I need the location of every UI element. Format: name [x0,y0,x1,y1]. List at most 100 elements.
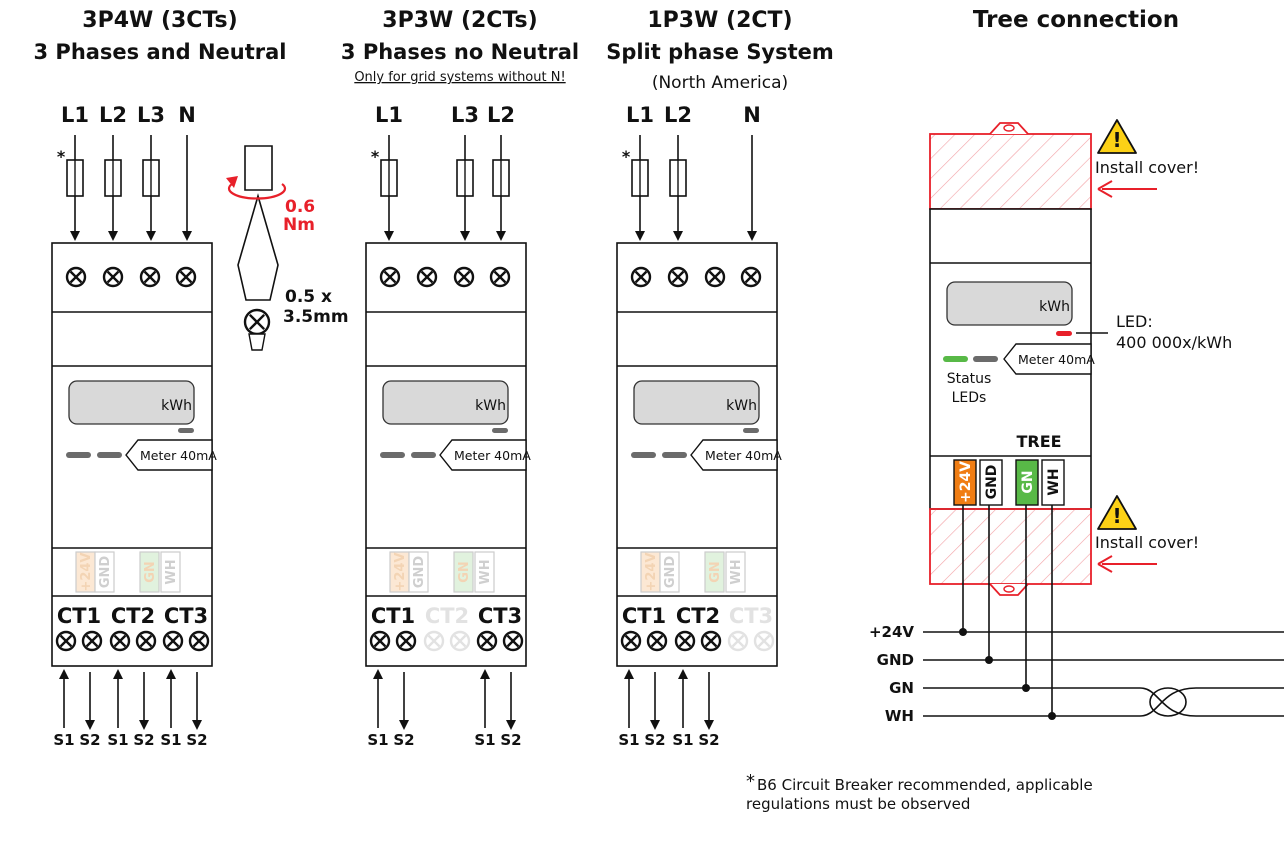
phase-label: L2 [664,103,692,127]
faded-terminal [160,551,181,593]
faded-terminal [704,551,725,593]
screw-cross-line [59,634,73,648]
faded-terminal-label: GND [98,556,113,589]
twisted-pair-loop [1149,687,1187,717]
meter-tag-label: Meter 40mA [1018,352,1095,367]
screw-thread-icon [248,333,266,351]
install-cover-bottom [929,508,1092,585]
tree-label: TREE [1016,432,1061,451]
bus-terminal [1015,459,1039,506]
diagram-title: 3P4W (3CTs) [82,8,237,33]
pulse-led-red [1056,331,1072,336]
bus-terminal-label: GND [984,465,1000,500]
display-unit: kWh [161,398,192,414]
ct-label: CT3 [478,604,522,628]
faded-terminal-label: +24V [644,552,659,591]
screw-cross-line [399,634,413,648]
tree-title: Tree connection [973,7,1179,33]
screw-cross-line [373,634,387,648]
phase-label: L2 [99,103,127,127]
screw-cross-line [506,634,520,648]
install-cover-label: Install cover! [1095,158,1199,177]
bus-terminal [953,459,977,506]
twisted-pair [1139,687,1197,717]
display-unit: kWh [1039,299,1070,315]
phase-label: N [743,103,761,127]
diagram-subtitle: Split phase System [606,40,834,64]
screw-cross-line [650,634,664,648]
ct-label: CT3 [729,604,773,628]
phase-label: L1 [375,103,403,127]
status-label-line2: LEDs [952,390,987,406]
status-label-line1: Status [947,371,992,387]
meter-tag-label: Meter 40mA [705,448,782,463]
bus-terminal [1041,459,1065,506]
ct-s-label: S2 [698,731,719,749]
breaker-footnote-star: * [57,147,66,166]
rotation-arrow [227,183,287,200]
faded-terminal-label: GN [457,561,472,583]
faded-terminal-label: GN [708,561,723,583]
bus-label: GN [889,679,914,697]
screw-cross-line [678,634,692,648]
screw-cross-line [192,634,206,648]
screw-cross-line [85,634,99,648]
ct-label: CT2 [676,604,720,628]
footnote-line2: regulations must be observed [746,795,970,813]
screw-cross-line [179,270,193,284]
ct-s-label: S1 [107,731,128,749]
meter-display [633,380,760,425]
diagram-1p3w: 1P3W (2CT)Split phase System(North Ameri… [606,8,834,749]
torque-value: 0.6 [285,197,315,217]
bus-terminal-label: WH [1046,468,1062,495]
meter-display [68,380,195,425]
cover-tab [989,122,1029,135]
bus-label: GND [877,651,914,669]
meter-tag-label: Meter 40mA [454,448,531,463]
bus-junction-dot [1022,684,1030,692]
cover-tab-hole [1003,124,1015,132]
faded-terminal [94,551,115,593]
faded-terminal-label: WH [729,559,744,584]
ct-label: CT1 [371,604,415,628]
warning-icon-glyph: ! [1112,128,1121,152]
ct-label: CT3 [164,604,208,628]
tree-meter-display [946,281,1073,326]
status-led [66,452,91,458]
ct-label: CT1 [57,604,101,628]
cover-tab [989,583,1029,596]
ct-s-label: S2 [186,731,207,749]
diagram-subtitle: 3 Phases no Neutral [341,40,579,64]
screwdriver-handle [244,145,273,191]
cover-arrowhead [1097,180,1113,198]
bus-junction-dot [959,628,967,636]
screw-cross-line [113,634,127,648]
status-led [411,452,436,458]
faded-terminal [408,551,429,593]
faded-terminal [139,551,160,593]
pulse-led [178,428,194,433]
diagram-title: 3P3W (2CTs) [382,8,537,33]
ct-label: CT2 [111,604,155,628]
cover-arrowhead [1097,555,1113,573]
faded-terminal-label: WH [164,559,179,584]
warning-icon [1097,119,1137,154]
screw-cross-line [166,634,180,648]
faded-terminal [453,551,474,593]
phase-label: L1 [626,103,654,127]
screw-cross-line [480,634,494,648]
install-cover-label: Install cover! [1095,533,1199,552]
ct-s-label: S1 [367,731,388,749]
bus-terminal-label: GN [1020,470,1036,493]
diagram-note: (North America) [652,73,788,93]
screw-cross-line [704,634,718,648]
status-led [380,452,405,458]
phase-label: L3 [137,103,165,127]
meter-tag [690,439,778,471]
faded-terminal [474,551,495,593]
screw-cross-line [731,634,745,648]
screw-cross-line [671,270,685,284]
warning-icon-glyph: ! [1112,504,1121,528]
diagram-subtitle: 3 Phases and Neutral [34,40,287,64]
